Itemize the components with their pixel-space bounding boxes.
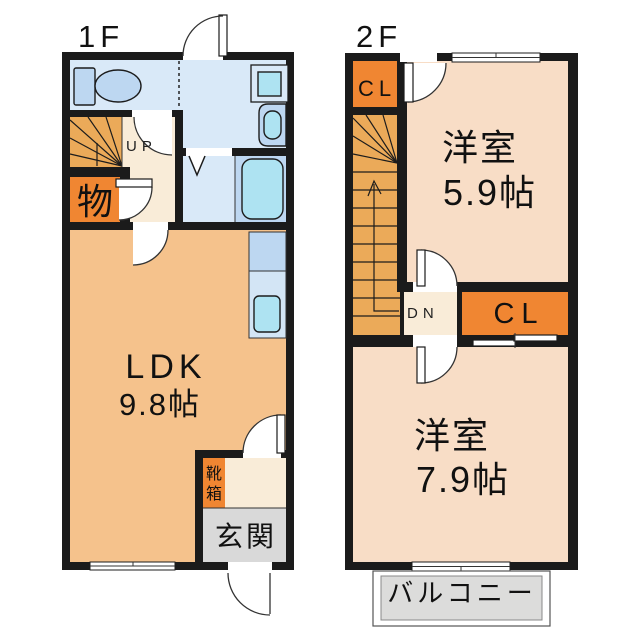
up-label: UP xyxy=(126,138,157,155)
closet-mid-label: CL xyxy=(493,298,544,330)
stairs-direction-arrow xyxy=(367,179,399,312)
storage-room xyxy=(70,177,120,222)
wall xyxy=(353,107,400,115)
bedroom-5-9 xyxy=(407,61,568,282)
wall xyxy=(62,222,133,230)
toilet-door xyxy=(132,110,173,156)
vanity-basin-icon xyxy=(263,110,282,140)
kitchen-upper-cabinet xyxy=(248,231,287,272)
landing-dn xyxy=(404,292,457,335)
genkan-label: 玄関 xyxy=(215,521,277,552)
floor2-plan: 2F CL CL DN 洋室 5.9帖 洋室 7.9帖 バルコニー xyxy=(345,19,578,627)
toilet-fixture xyxy=(73,67,142,106)
ldk-size-label: 9.8帖 xyxy=(119,387,201,422)
wall xyxy=(232,148,294,156)
wall xyxy=(457,335,473,347)
entrance-inner-door xyxy=(242,414,286,458)
shoebox xyxy=(203,458,225,508)
landing-upper-door xyxy=(413,249,458,292)
floor1-plan: 1F LDK 9.8帖 物 UP 玄関 靴 箱 xyxy=(62,14,294,616)
bedroom-7-9-name: 洋室 xyxy=(414,415,490,456)
balcony-label: バルコニー xyxy=(387,578,536,608)
wall xyxy=(195,450,203,570)
wall xyxy=(457,282,570,292)
floor1-label: 1F xyxy=(78,19,124,54)
bedroom-5-9-window xyxy=(451,52,541,63)
wall xyxy=(168,222,294,230)
shoebox-label-2: 箱 xyxy=(206,485,222,503)
closet-top xyxy=(353,61,400,107)
wall xyxy=(175,110,183,156)
toilet-tank-icon xyxy=(73,67,96,106)
closet-mid xyxy=(462,292,568,335)
washroom-fixtures xyxy=(250,64,289,147)
ldk-door xyxy=(132,222,169,266)
bedroom-7-9 xyxy=(353,347,568,562)
wall xyxy=(62,110,132,117)
kitchen-sink-icon xyxy=(253,295,281,333)
stairs-1f-treads xyxy=(69,116,123,167)
wall xyxy=(457,292,462,335)
closet-sliding-door xyxy=(472,333,558,348)
bath-door-v-mark xyxy=(188,155,206,177)
bedroom-5-9-name: 洋室 xyxy=(442,127,518,168)
bathtub-icon xyxy=(241,158,284,220)
back-door xyxy=(182,14,228,60)
wall xyxy=(353,335,413,347)
ldk-window xyxy=(89,561,176,571)
bath-door xyxy=(186,148,232,177)
wall xyxy=(400,292,404,335)
storage-door xyxy=(115,178,153,221)
wall xyxy=(400,282,413,292)
storage-label: 物 xyxy=(77,181,113,222)
entrance-hall-upper xyxy=(225,458,286,508)
bedroom-7-9-window xyxy=(411,561,511,572)
closet-top-label: CL xyxy=(358,76,396,101)
wall xyxy=(62,167,130,177)
toilet-bowl-icon xyxy=(94,69,142,103)
wall xyxy=(195,450,243,458)
bedroom-7-9-size: 7.9帖 xyxy=(416,459,510,500)
front-door xyxy=(227,562,272,616)
kitchen-counter xyxy=(248,231,287,339)
entrance-genkan xyxy=(203,508,286,562)
stairs-2f-treads xyxy=(352,114,400,317)
wall xyxy=(397,61,407,292)
dn-label: DN xyxy=(407,305,439,322)
wall xyxy=(281,450,294,458)
floor2-label: 2F xyxy=(356,19,402,54)
washing-machine-icon xyxy=(257,71,282,97)
balcony xyxy=(372,570,551,627)
bedroom-5-9-size: 5.9帖 xyxy=(443,172,537,213)
balcony-floor xyxy=(380,575,543,621)
shoebox-label-1: 靴 xyxy=(206,465,222,483)
wall xyxy=(175,148,186,156)
landing-lower-door xyxy=(413,335,458,384)
ldk-name-label: LDK xyxy=(125,348,206,386)
bath-washing-area xyxy=(183,156,235,222)
wall xyxy=(557,335,568,347)
bedroom-5-9-door xyxy=(400,53,447,103)
